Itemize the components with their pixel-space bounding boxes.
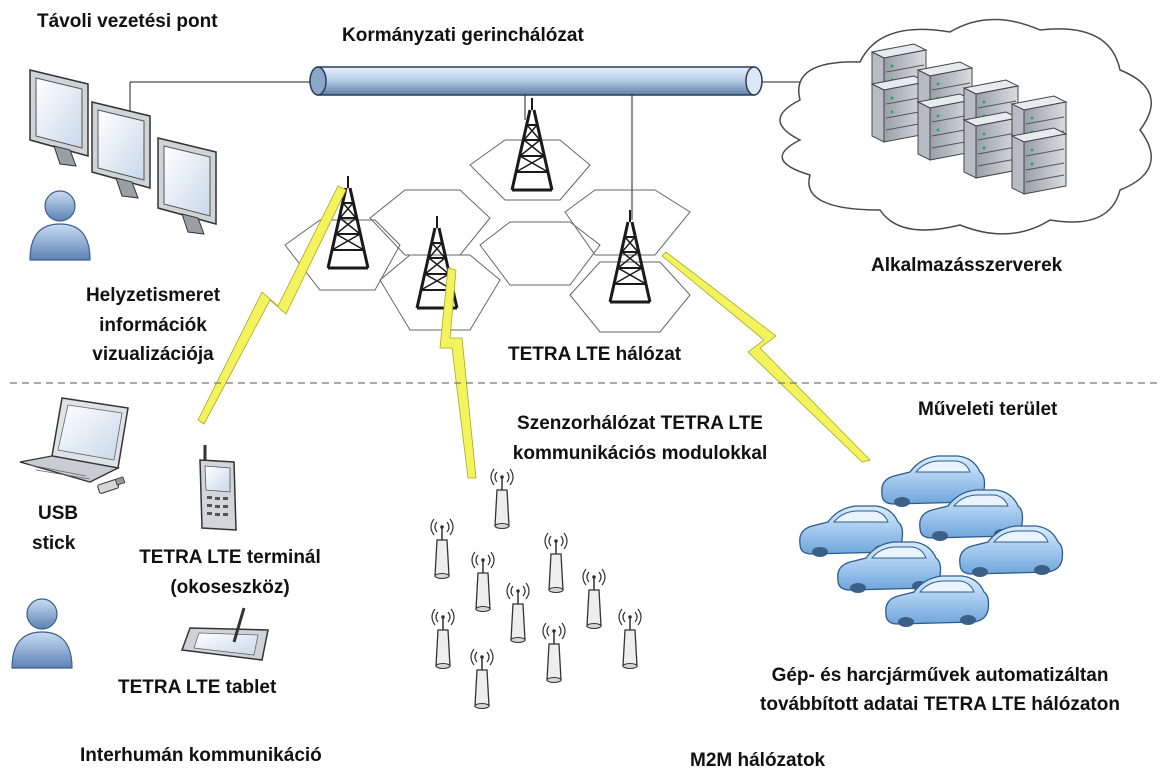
usb-stick-label-1: USB (38, 503, 79, 524)
sensor-network-label-1: Szenzorhálózat TETRA LTE (517, 413, 763, 434)
laptop-icon (19, 397, 129, 483)
tetra-terminal-label-1: TETRA LTE terminál (139, 547, 321, 568)
tetra-tablet-label: TETRA LTE tablet (118, 677, 277, 698)
usb-stick-label-2: stick (32, 533, 76, 554)
vehicles-label-1: Gép- és harcjárművek automatizáltan (771, 665, 1109, 686)
vehicles-label-2: továbbított adatai TETRA LTE hálózaton (760, 694, 1120, 715)
situational-awareness-label-1: Helyzetismeret (85, 285, 221, 306)
government-backbone-label: Kormányzati gerinchálózat (342, 25, 584, 46)
tetra-lte-network-label: TETRA LTE hálózat (508, 344, 682, 365)
user-icon (11, 598, 73, 669)
tablet-icon (180, 607, 269, 661)
radio-tower-icon (326, 96, 652, 310)
cell-grid (284, 139, 691, 333)
lightning-link-icon (197, 185, 871, 479)
backbone-pipe-icon (309, 66, 763, 96)
sensor-icon (430, 468, 642, 710)
interhuman-communication-label: Interhumán kommunikáció (80, 745, 322, 766)
m2m-networks-label: M2M hálózatok (690, 750, 826, 771)
car-icon (799, 455, 1064, 628)
application-servers-label: Alkalmazásszerverek (871, 255, 1063, 276)
sensor-network-label-2: kommunikációs modulokkal (512, 443, 768, 464)
user-icon (29, 190, 91, 261)
phone-icon (199, 445, 237, 531)
usb-stick-icon (97, 476, 126, 494)
situational-awareness-label-3: vizualizációja (92, 344, 214, 365)
remote-control-point-label: Távoli vezetési pont (37, 11, 218, 32)
situational-awareness-label-2: információk (99, 315, 207, 336)
tetra-terminal-label-2: (okoseszköz) (170, 577, 290, 598)
operational-area-label: Műveleti terület (918, 399, 1058, 420)
